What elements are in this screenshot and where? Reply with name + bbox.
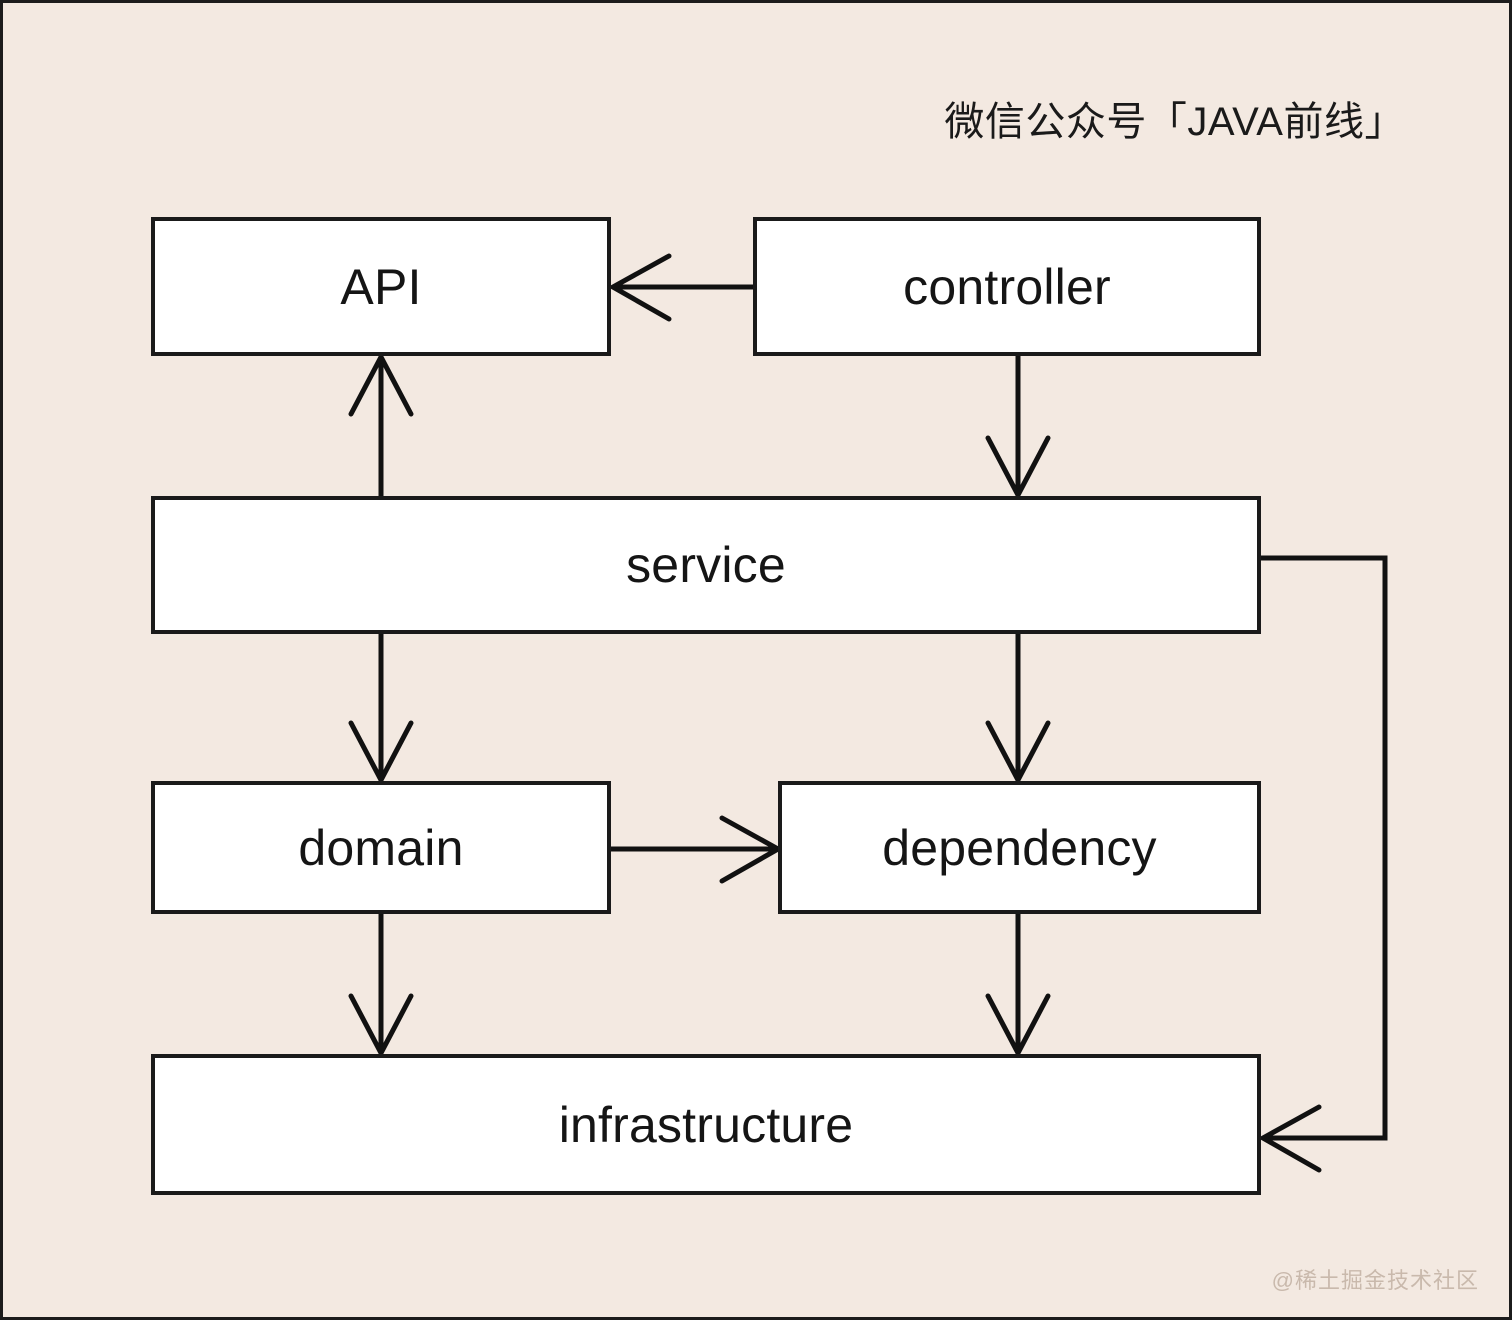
edge-domain-to-infrastructure — [348, 914, 414, 1059]
node-infrastructure[interactable]: infrastructure — [151, 1054, 1261, 1195]
node-dependency[interactable]: dependency — [778, 781, 1261, 914]
edge-controller-to-service — [985, 355, 1051, 501]
node-label-infrastructure: infrastructure — [558, 1096, 854, 1153]
diagram-connectors — [348, 253, 1388, 1173]
node-label-domain: domain — [298, 819, 464, 876]
node-domain[interactable]: domain — [151, 781, 611, 914]
node-label-service: service — [626, 537, 786, 593]
edge-service-to-infrastructure — [1257, 555, 1388, 1173]
edge-dependency-to-infrastructure — [985, 914, 1051, 1059]
node-label-controller: controller — [903, 258, 1111, 315]
page-title: 微信公众号「JAVA前线」 — [944, 100, 1405, 144]
edge-service-to-dependency — [985, 634, 1051, 786]
edge-domain-to-dependency — [611, 815, 784, 884]
edge-service-to-api — [348, 351, 414, 496]
edge-service-to-domain — [348, 634, 414, 786]
node-service[interactable]: service — [151, 496, 1261, 634]
node-controller[interactable]: controller — [753, 217, 1261, 356]
edge-controller-to-api — [607, 253, 753, 322]
node-label-dependency: dependency — [882, 819, 1157, 876]
watermark: @稀土掘金技术社区 — [1271, 1268, 1479, 1293]
node-api[interactable]: API — [151, 217, 611, 356]
node-label-api: API — [340, 258, 422, 315]
